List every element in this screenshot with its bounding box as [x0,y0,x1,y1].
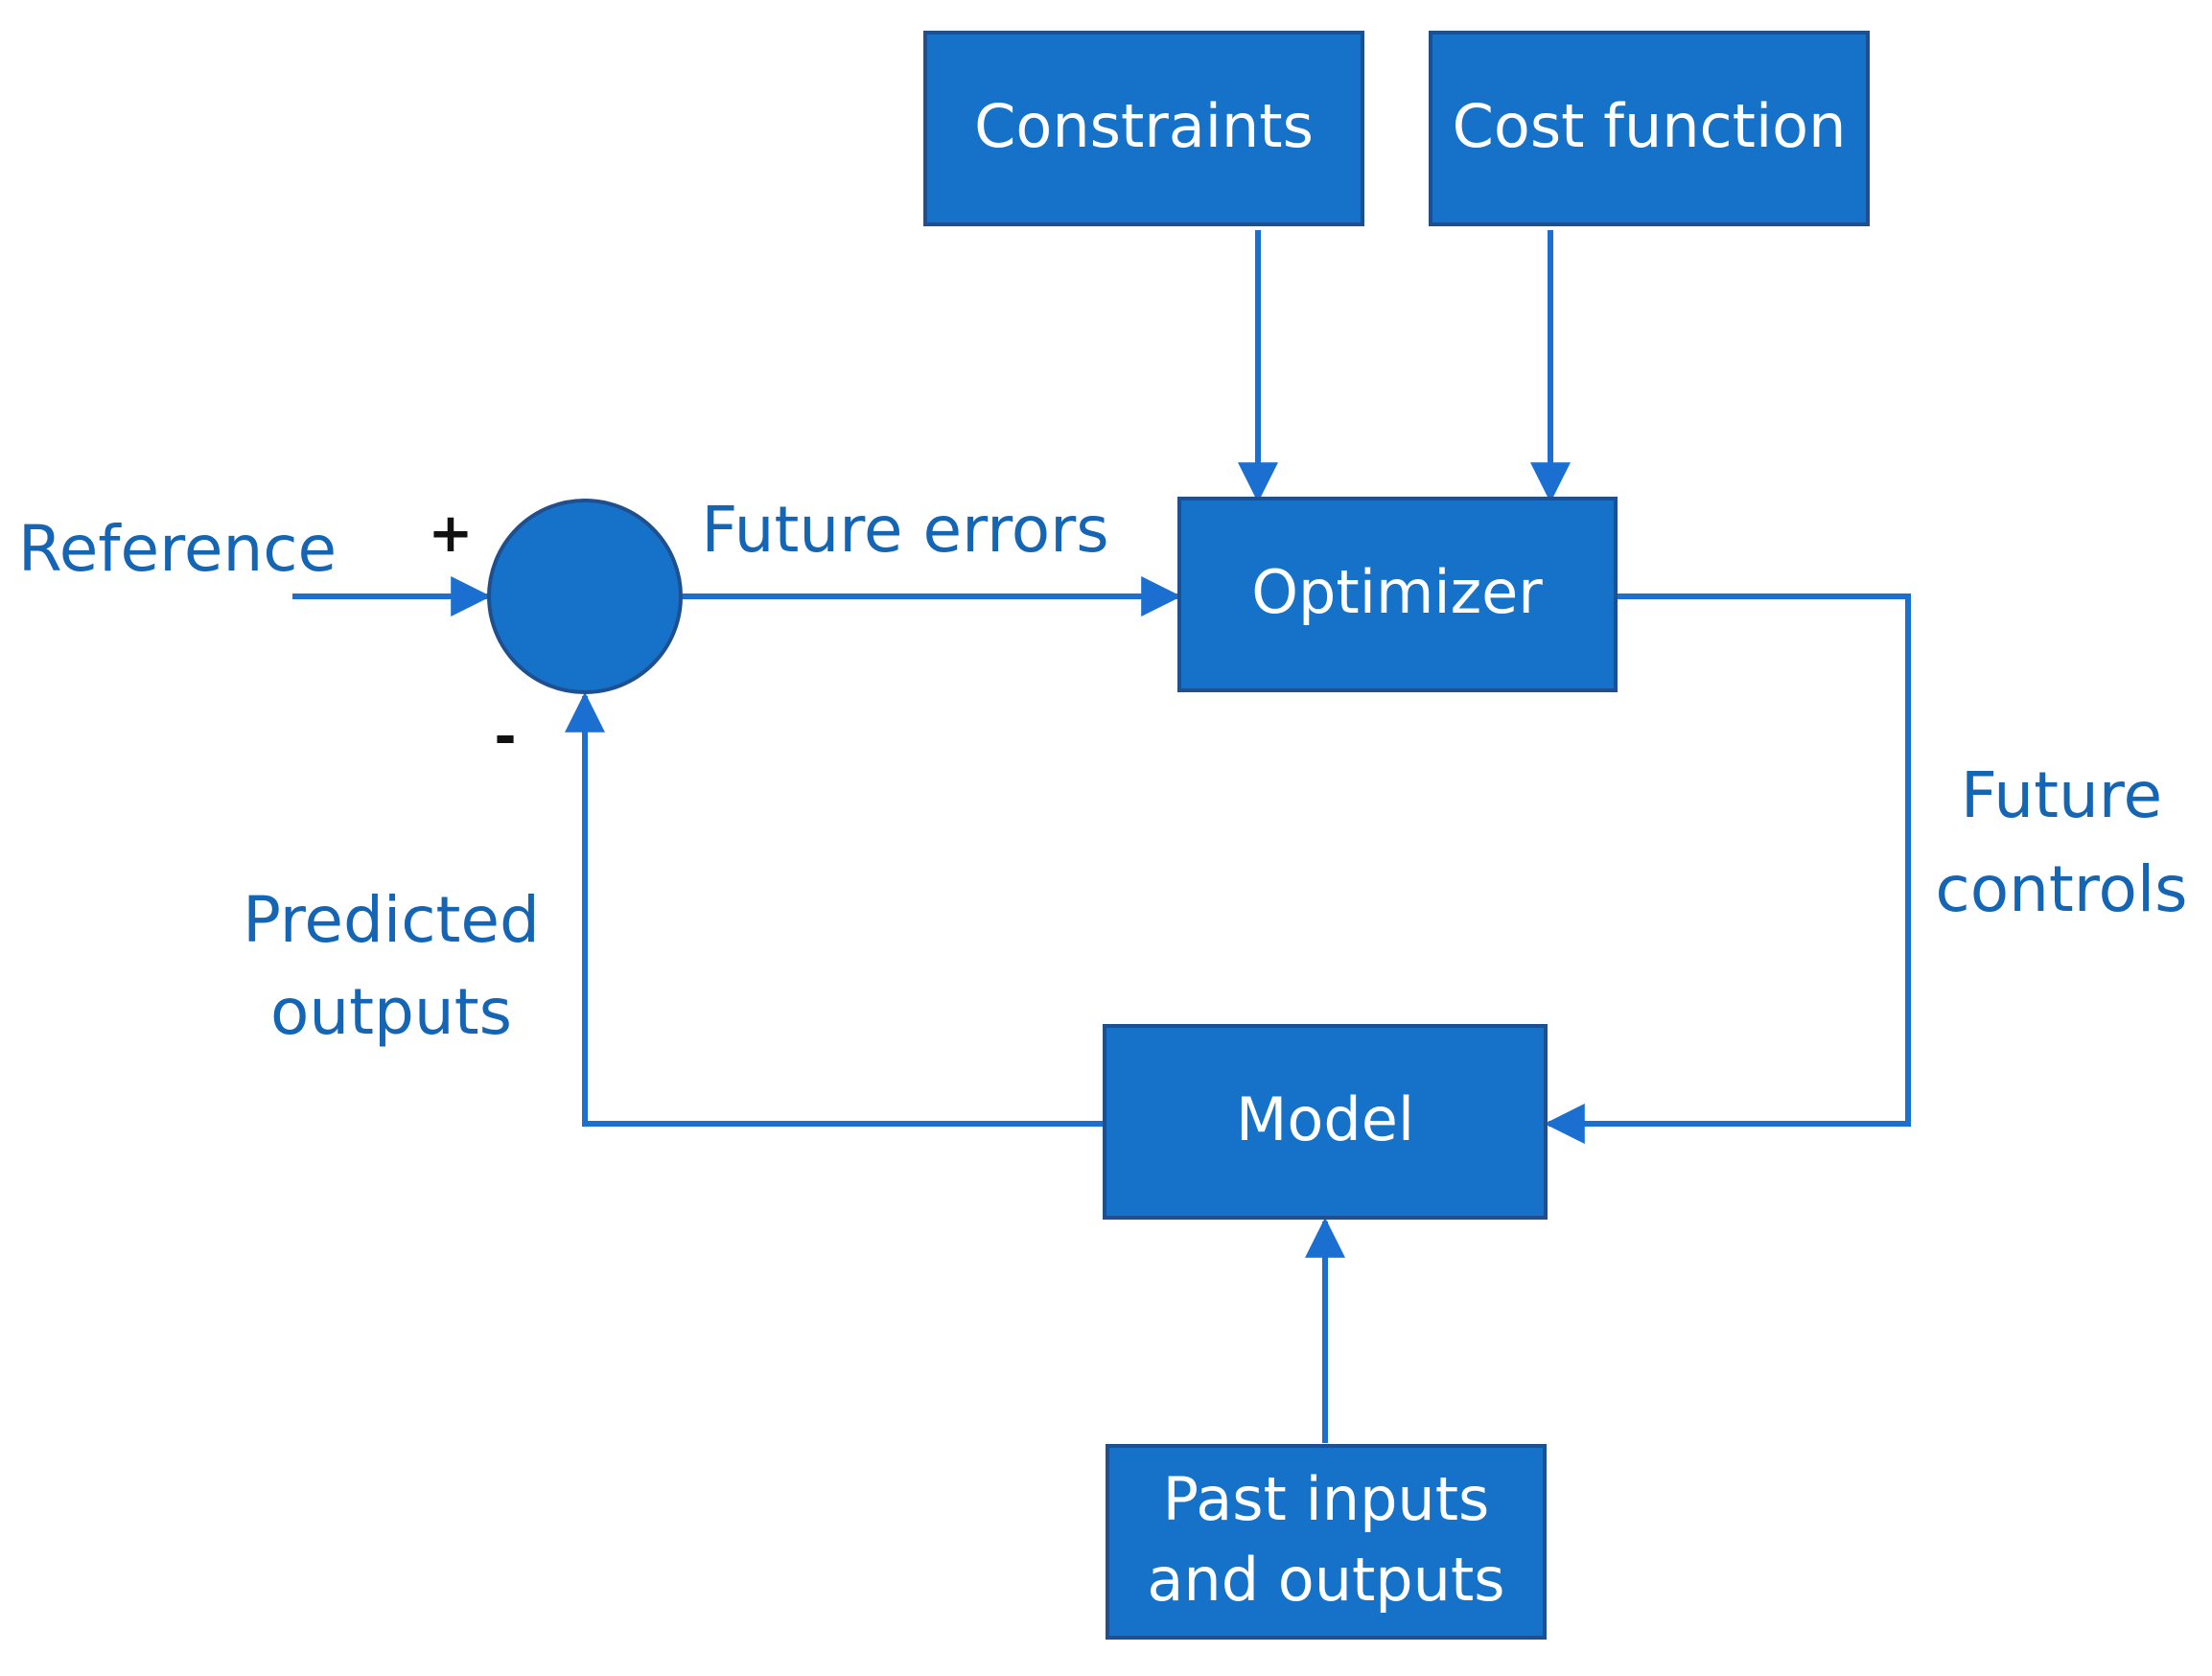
plus-sign: + [429,502,474,565]
optimizer-label: Optimizer [1251,557,1543,627]
reference-label: Reference [18,512,337,586]
future-controls-arrow [1544,594,1911,1144]
past-io-label-line1: Past inputs [1163,1464,1490,1534]
predicted-outputs-label-line2: outputs [270,975,512,1049]
constraints-block: Constraints [923,31,1364,226]
model-label: Model [1236,1084,1414,1154]
summing-junction [487,499,683,694]
predicted-outputs-arrow [565,691,1105,1127]
future-controls-label-line2: controls [1935,852,2187,926]
past-io-label-line2: and outputs [1147,1545,1504,1615]
constraints-label: Constraints [974,91,1314,161]
optimizer-block: Optimizer [1177,497,1618,692]
cost-function-label: Cost function [1453,91,1847,161]
model-block: Model [1103,1024,1548,1220]
future-controls-label-line1: Future [1961,758,2162,832]
minus-sign: - [494,706,516,768]
past-inputs-outputs-block: Past inputs and outputs [1106,1444,1547,1640]
predicted-outputs-label-line1: Predicted [243,883,540,957]
future-errors-label: Future errors [701,493,1108,567]
cost-function-block: Cost function [1429,31,1870,226]
